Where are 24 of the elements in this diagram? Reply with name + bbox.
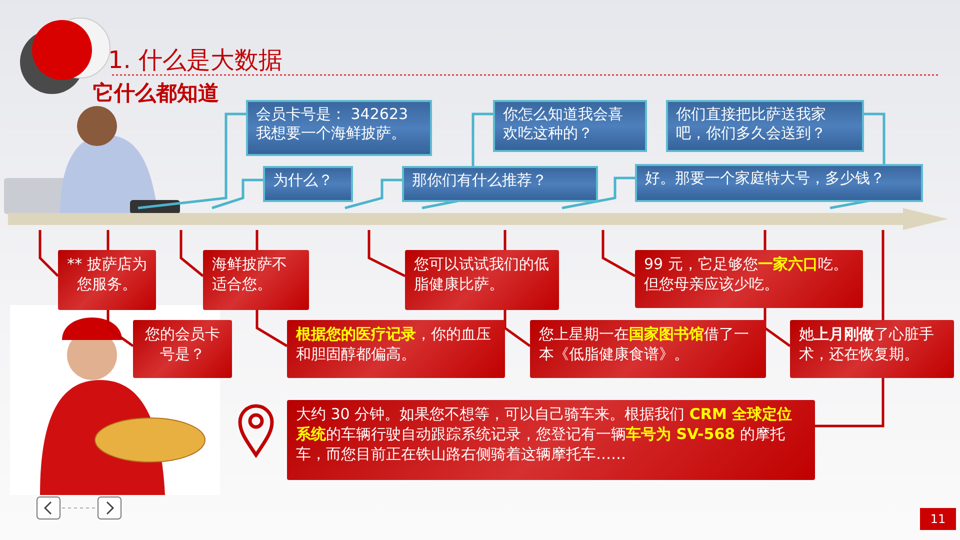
slide-title: 1. 什么是大数据	[108, 45, 283, 76]
customer-speech-box: 你怎么知道我会喜欢吃这种的？	[493, 100, 647, 152]
leader-line	[212, 178, 263, 210]
customer-speech-box: 好。那要一个家庭特大号，多少钱？	[635, 164, 923, 202]
leader-line	[602, 230, 636, 278]
leader-line	[180, 230, 204, 277]
subtitle: 它什么都知道	[93, 80, 219, 107]
customer-speech-box: 你们直接把比萨送我家吧，你们多久会送到？	[666, 100, 864, 152]
operator-reply-box: 大约 30 分钟。如果您不想等，可以自己骑车来。根据我们 CRM 全球定位系统的车辆行驶自动跟踪系统记录，您登记有一辆车号为 SV-568 的摩托车，而您目前正在铁山路右侧骑着这辆摩托车……	[287, 400, 815, 480]
operator-reply-box: ** 披萨店为您服务。	[58, 250, 156, 310]
operator-reply-box: 您上星期一在国家图书馆借了一本《低脂健康食谱》。	[530, 320, 766, 378]
customer-speech-box: 会员卡号是： 342623我想要一个海鲜披萨。	[246, 100, 432, 156]
operator-reply-box: 您可以试试我们的低脂健康比萨。	[405, 250, 559, 310]
leader-line	[38, 230, 59, 277]
operator-reply-box: 您的会员卡号是？	[133, 320, 232, 378]
customer-speech-box: 那你们有什么推荐？	[402, 166, 598, 202]
page-number: 11	[920, 508, 956, 530]
operator-reply-box: 根据您的医疗记录，你的血压和胆固醇都偏高。	[287, 320, 505, 378]
timeline-arrow	[8, 208, 948, 230]
operator-reply-box: 99 元，它足够您一家六口吃。但您母亲应该少吃。	[635, 250, 863, 308]
leader-line	[368, 230, 406, 278]
operator-reply-box: 她上月刚做了心脏手术，还在恢复期。	[790, 320, 954, 378]
customer-speech-box: 为什么？	[263, 166, 353, 202]
operator-reply-box: 海鲜披萨不适合您。	[203, 250, 309, 310]
